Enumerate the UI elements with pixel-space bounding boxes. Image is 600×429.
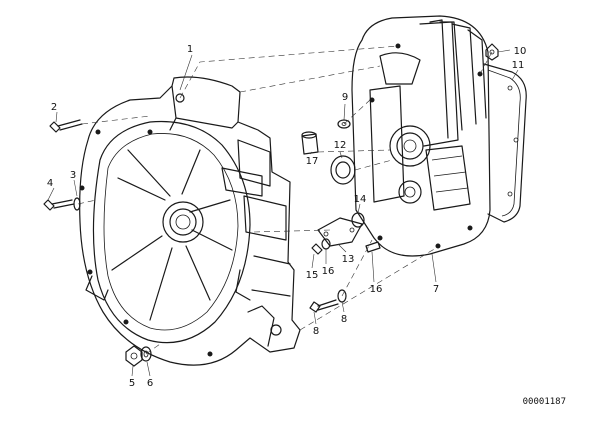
assembly-lines xyxy=(77,45,493,355)
callout-4: 4 xyxy=(47,178,53,189)
diagram-reference-number: 00001187 xyxy=(523,397,566,407)
callout-6: 6 xyxy=(147,378,153,389)
callout-2: 2 xyxy=(51,102,57,113)
callout-1: 1 xyxy=(187,44,193,55)
callout-5: 5 xyxy=(129,378,135,389)
leader-lines xyxy=(47,49,519,377)
callout-16a: 16 xyxy=(322,266,335,277)
callouts: 1 2 3 4 5 6 7 8 8 9 10 11 12 13 14 15 16… xyxy=(47,44,527,389)
callout-17: 17 xyxy=(306,156,319,167)
callout-10: 10 xyxy=(514,46,527,57)
callout-11: 11 xyxy=(512,60,525,71)
housing-cover xyxy=(351,15,491,257)
callout-12: 12 xyxy=(334,140,347,151)
callout-15: 15 xyxy=(306,270,319,281)
callout-3: 3 xyxy=(70,170,76,181)
washer-6 xyxy=(140,346,152,362)
nut-5 xyxy=(125,345,143,367)
callout-16b: 16 xyxy=(370,284,383,295)
callout-14: 14 xyxy=(354,194,367,205)
callout-13: 13 xyxy=(342,254,355,265)
callout-9: 9 xyxy=(342,92,348,103)
seal-12 xyxy=(330,155,356,185)
bolt-2 xyxy=(49,119,83,133)
callout-8b: 8 xyxy=(341,314,347,325)
pin-16-right xyxy=(365,241,381,253)
plate-13 xyxy=(317,217,363,247)
callout-7: 7 xyxy=(433,284,439,295)
gearbox-housing xyxy=(79,76,301,366)
screw-15 xyxy=(311,243,323,255)
callout-8a: 8 xyxy=(313,326,319,337)
washer-3 xyxy=(73,197,81,211)
bolt-8-lower xyxy=(309,299,339,313)
sleeve-17 xyxy=(301,131,319,155)
bolt-4 xyxy=(43,199,75,211)
cover-gasket xyxy=(483,63,527,223)
nut-10 xyxy=(485,43,499,61)
